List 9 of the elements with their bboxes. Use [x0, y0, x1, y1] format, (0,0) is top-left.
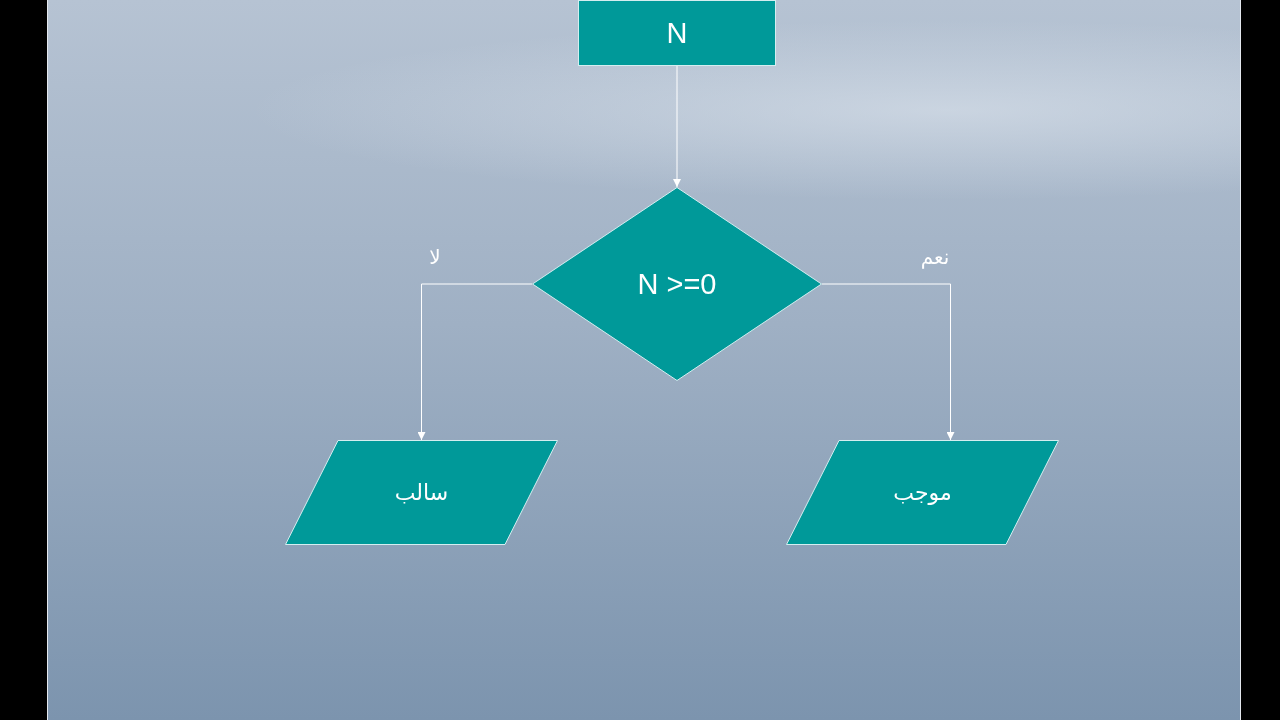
decision-diamond: N >=0	[532, 187, 822, 381]
edge-label: لا	[429, 247, 441, 267]
arrow	[417, 283, 533, 441]
process-box: N	[578, 0, 776, 66]
arrow	[821, 283, 955, 441]
parallelogram-box: موجب	[786, 440, 1059, 545]
arrow	[673, 65, 681, 188]
parallelogram-box: سالب	[285, 440, 558, 545]
edge-label: نعم	[920, 247, 950, 267]
